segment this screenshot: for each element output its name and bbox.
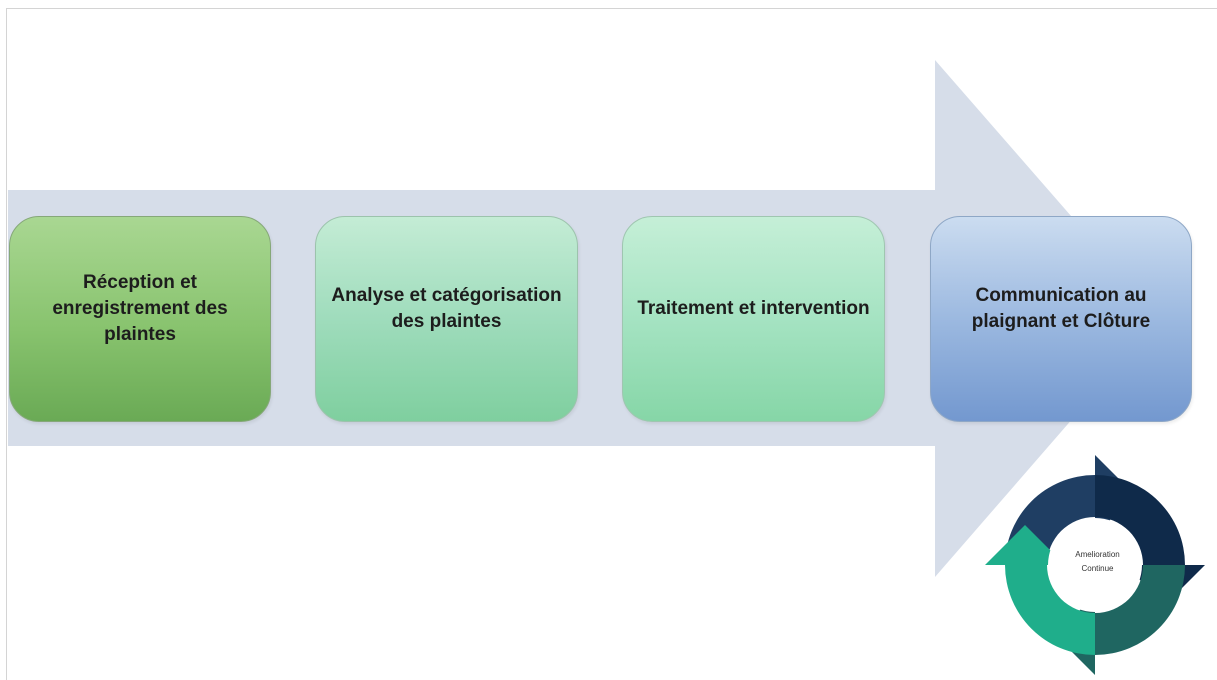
- step-analyse: Analyse et catégorisation des plaintes: [315, 216, 578, 422]
- step-communication-label: Communication au plaignant et Clôture: [971, 285, 1151, 332]
- step-traitement-label: Traitement et intervention: [637, 298, 870, 319]
- step-traitement: Traitement et intervention: [622, 216, 885, 422]
- cycle-segment-bottom-left: [985, 525, 1095, 655]
- cycle-label: Amelioration Continue: [1055, 548, 1140, 576]
- step-reception-label: Réception et enregistrement des plaintes: [52, 272, 228, 345]
- step-analyse-label: Analyse et catégorisation des plaintes: [331, 285, 562, 332]
- process-arrow-shape: [8, 60, 1160, 577]
- slide-frame: [6, 8, 1217, 680]
- step-reception: Réception et enregistrement des plaintes: [9, 216, 271, 422]
- cycle-label-line1: Amelioration: [1075, 550, 1120, 559]
- step-communication: Communication au plaignant et Clôture: [930, 216, 1192, 422]
- cycle-center: [1048, 518, 1142, 612]
- continuous-improvement-cycle: [985, 455, 1205, 675]
- cycle-label-line2: Continue: [1081, 564, 1114, 573]
